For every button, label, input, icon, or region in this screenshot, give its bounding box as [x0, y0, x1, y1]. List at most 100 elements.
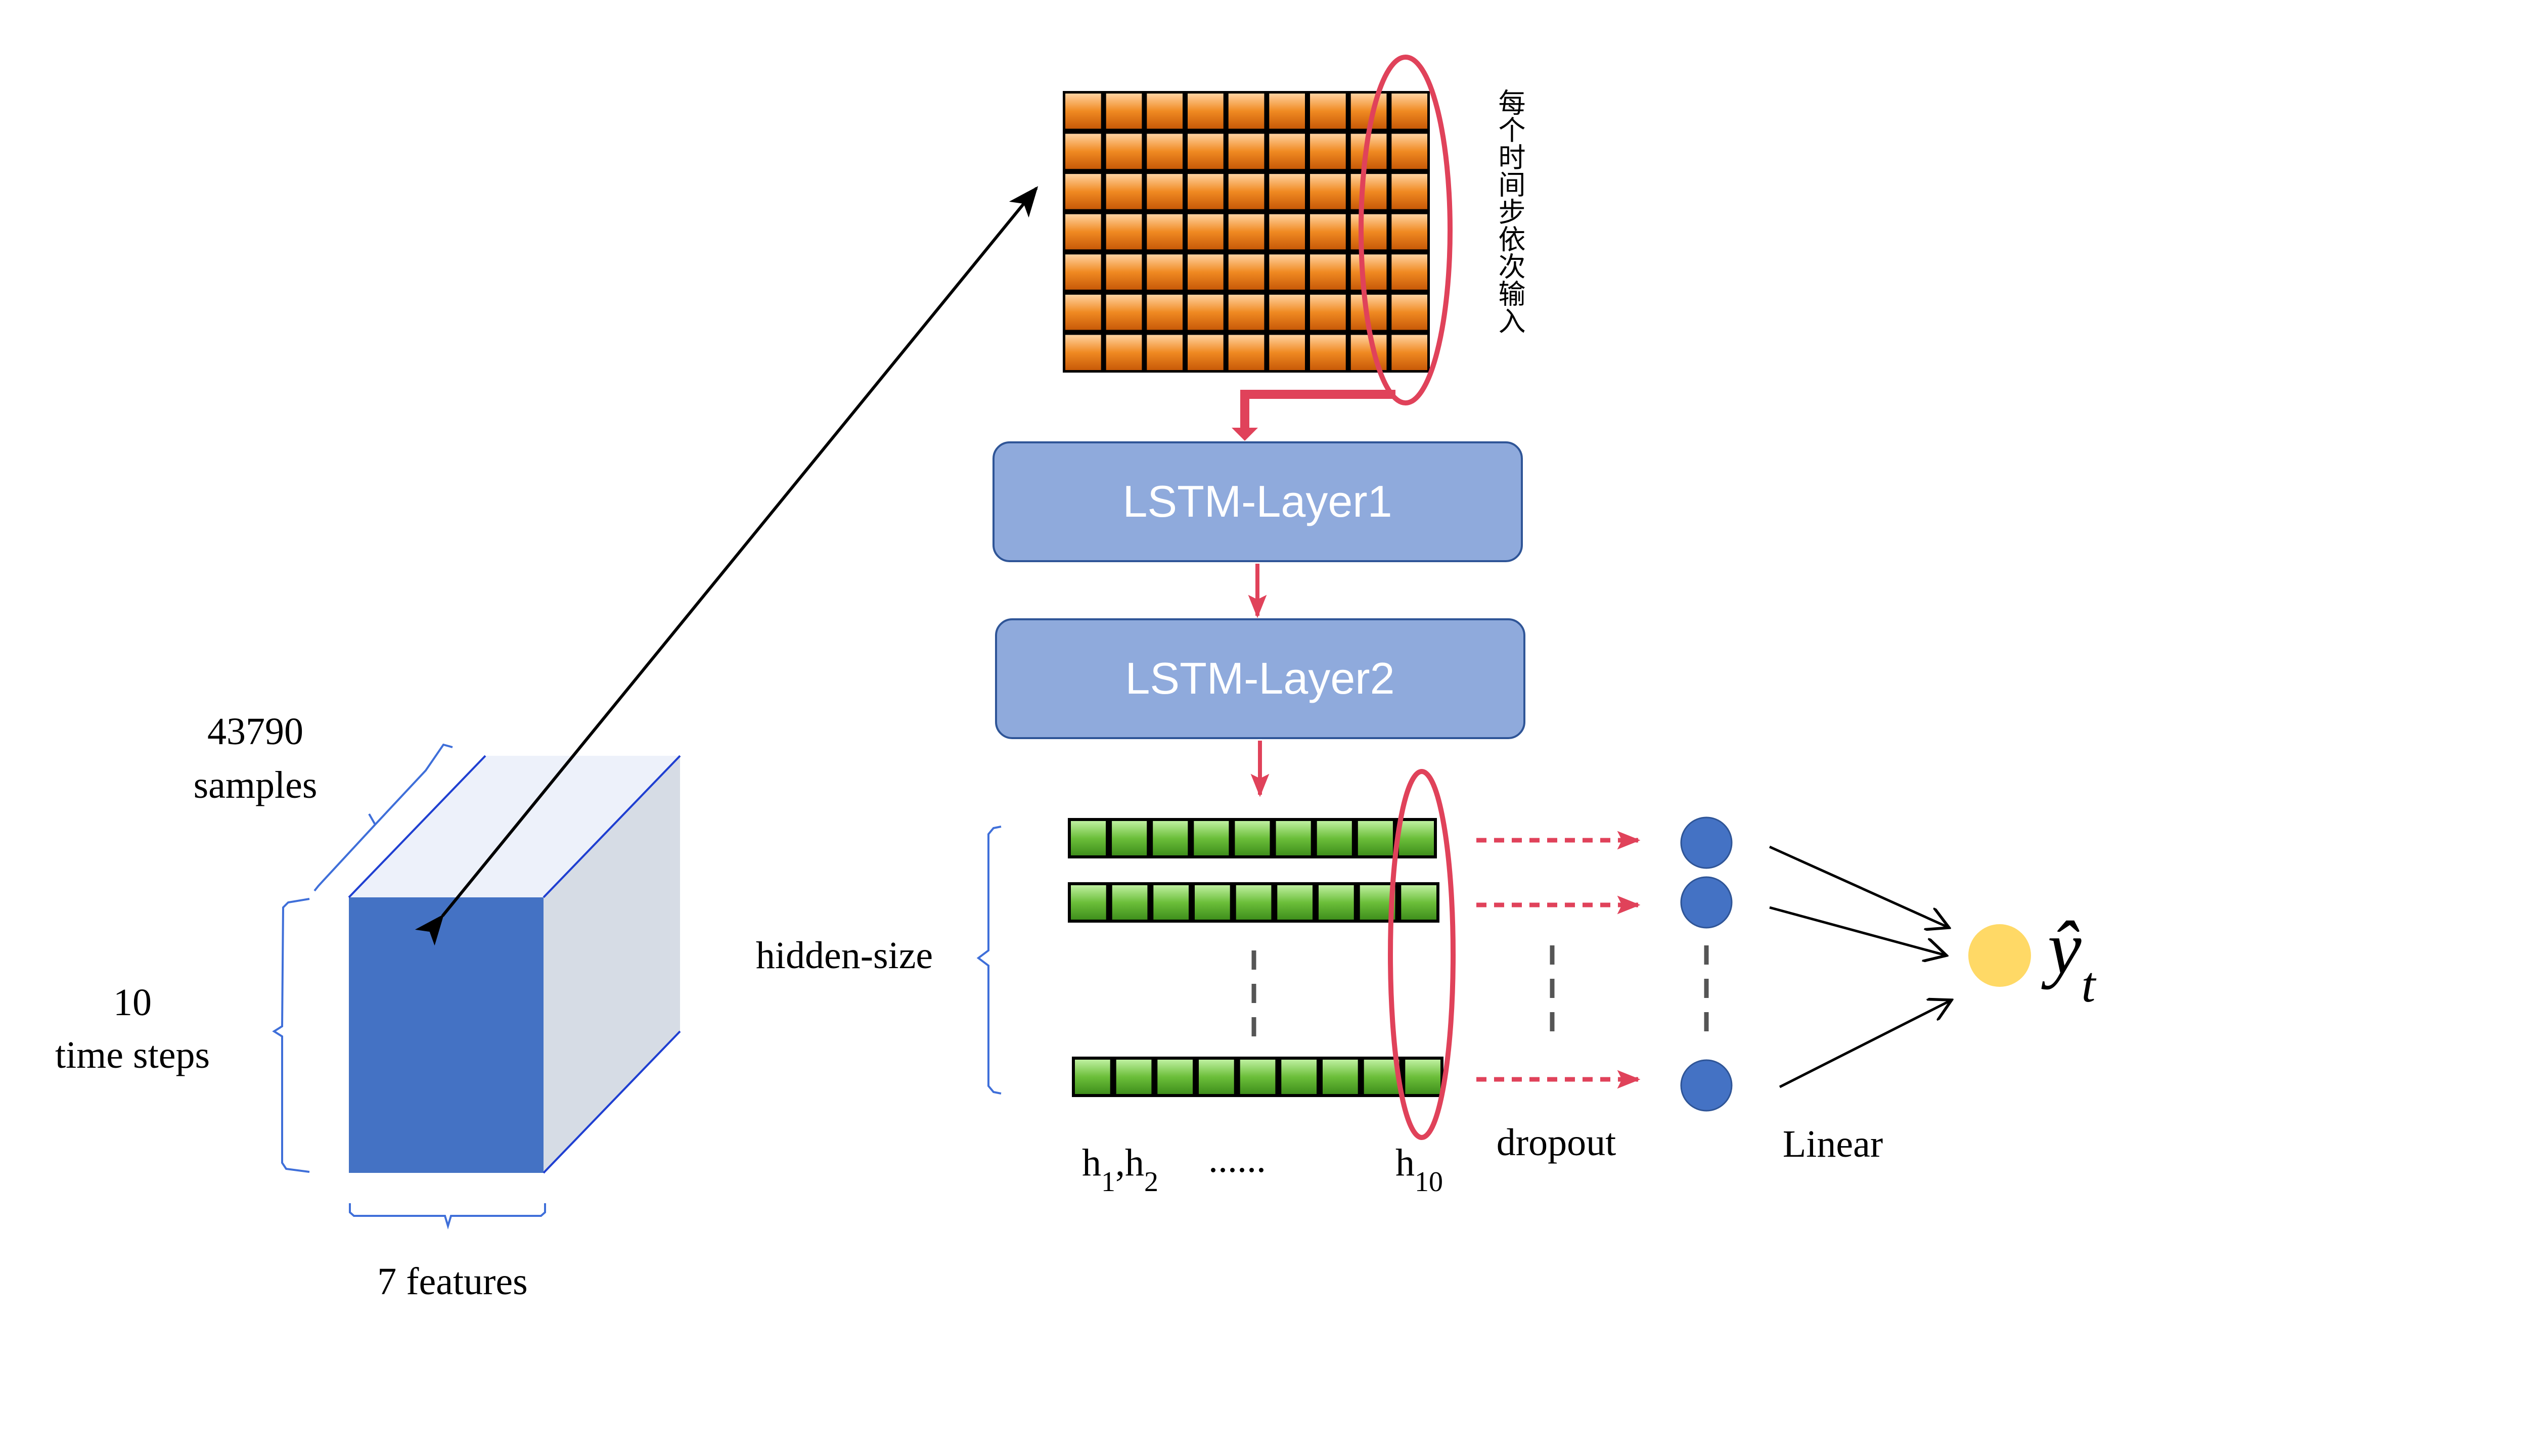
time-steps-count-label: 10 [113, 981, 152, 1024]
matrix-cell [1350, 335, 1387, 370]
matrix-cell [1147, 94, 1183, 129]
matrix-cell [1269, 94, 1305, 129]
time-steps-label: time steps [55, 1034, 210, 1076]
hidden-cell [1358, 821, 1393, 855]
matrix-cell [1228, 214, 1265, 250]
hidden-cell [1405, 1060, 1440, 1094]
dropout-node [1680, 816, 1733, 869]
matrix-cell [1310, 133, 1346, 169]
hidden-cell [1317, 821, 1352, 855]
hidden-cell [1364, 1060, 1400, 1094]
hidden-cell [1195, 885, 1230, 920]
matrix-cell [1350, 174, 1387, 209]
matrix-cell [1228, 294, 1265, 330]
matrix-cell [1188, 174, 1224, 209]
matrix-cell [1106, 254, 1142, 290]
hidden-cell [1236, 885, 1272, 920]
linear-arrows [1769, 845, 1952, 1088]
matrix-cell [1310, 94, 1346, 129]
lstm-layer1: LSTM-Layer1 [992, 441, 1523, 562]
hidden-cell [1112, 821, 1147, 855]
matrix-cell [1269, 254, 1305, 290]
matrix-cell [1106, 214, 1142, 250]
matrix-cell [1147, 214, 1183, 250]
hidden-state-row [1072, 1057, 1443, 1097]
matrix-cell [1106, 174, 1142, 209]
matrix-cell [1188, 294, 1224, 330]
hidden-cell [1276, 821, 1311, 855]
samples-count-label: 43790 [207, 710, 303, 753]
lstm-layer2-label: LSTM-Layer2 [1125, 653, 1394, 703]
linear-label: Linear [1783, 1123, 1883, 1165]
matrix-cell [1310, 214, 1346, 250]
matrix-cell [1106, 335, 1142, 370]
lstm-layer2-box [995, 618, 1525, 739]
matrix-cell [1269, 214, 1305, 250]
matrix-cell [1391, 174, 1427, 209]
matrix-cell [1106, 94, 1142, 129]
matrix-cell [1391, 294, 1427, 330]
hidden-cell [1401, 885, 1436, 920]
hidden-cell [1116, 1060, 1152, 1094]
hidden-cell [1323, 1060, 1358, 1094]
hidden-size-label: hidden-size [756, 934, 933, 977]
last-hidden-highlight-ellipse [1388, 769, 1456, 1140]
hidden-size-brace [976, 826, 1002, 1095]
hidden-cell [1199, 1060, 1234, 1094]
matrix-cell [1391, 214, 1427, 250]
dropout-arrows [1476, 831, 1641, 1089]
matrix-cell [1065, 214, 1101, 250]
hidden-state-row [1068, 882, 1439, 923]
cube-front-face [349, 897, 544, 1173]
hidden-cell [1071, 821, 1106, 855]
hidden-cell [1075, 1060, 1110, 1094]
matrix-cell [1147, 133, 1183, 169]
matrix-cell [1188, 133, 1224, 169]
matrix-cell [1147, 174, 1183, 209]
matrix-cell [1269, 294, 1305, 330]
matrix-to-layer1-connector [1240, 390, 1395, 435]
matrix-cell [1269, 133, 1305, 169]
hidden-cell [1281, 1060, 1317, 1094]
matrix-cell [1065, 254, 1101, 290]
hidden-cell [1194, 821, 1229, 855]
matrix-cell [1147, 335, 1183, 370]
hidden-cell [1153, 821, 1188, 855]
time-steps-brace [272, 898, 310, 1173]
hidden-cell [1112, 885, 1148, 920]
hidden-cell [1235, 821, 1270, 855]
matrix-cell [1065, 335, 1101, 370]
matrix-cell [1391, 335, 1427, 370]
matrix-cell [1350, 254, 1387, 290]
matrix-cell [1106, 294, 1142, 330]
matrix-cell [1391, 254, 1427, 290]
hidden-cell [1277, 885, 1313, 920]
hidden-dots: ...... [1208, 1138, 1266, 1180]
dropout-node [1680, 876, 1733, 929]
input-tensor-cube [348, 755, 681, 1174]
matrix-cell [1065, 94, 1101, 129]
hidden-cell [1153, 885, 1189, 920]
lstm-layer2: LSTM-Layer2 [995, 618, 1525, 739]
matrix-cell [1228, 133, 1265, 169]
hidden-state-rows [1068, 818, 1443, 1097]
features-brace [349, 1203, 546, 1230]
matrix-cell [1188, 335, 1224, 370]
matrix-cell [1391, 133, 1427, 169]
matrix-cell [1228, 174, 1265, 209]
dropout-label: dropout [1497, 1121, 1616, 1164]
slice-arrow [415, 186, 1039, 946]
matrix-cell [1228, 94, 1265, 129]
matrix-cell [1269, 335, 1305, 370]
matrix-cell [1188, 214, 1224, 250]
hidden-cell [1240, 1060, 1276, 1094]
hidden-cell [1157, 1060, 1193, 1094]
matrix-cell [1188, 94, 1224, 129]
matrix-cell [1147, 254, 1183, 290]
hidden-first-labels: h1,h2 [1082, 1142, 1158, 1198]
matrix-cell [1065, 294, 1101, 330]
output-symbol: ŷt [2041, 906, 2097, 1013]
matrix-cell [1310, 174, 1346, 209]
matrix-cell [1310, 335, 1346, 370]
